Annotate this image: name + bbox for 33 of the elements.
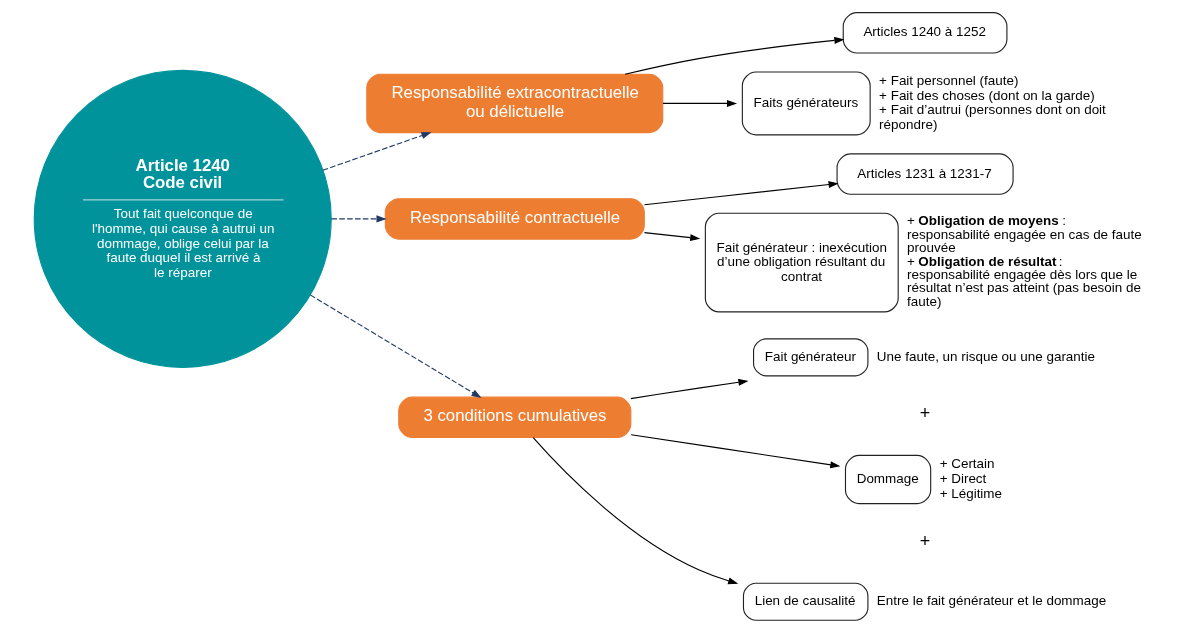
arrow: [630, 434, 841, 469]
node-box: Lien de causalité: [742, 582, 869, 621]
arrow: [532, 437, 739, 585]
node-label: + Fait des choses (dont on la garde): [879, 87, 1095, 103]
node-box: Faits générateurs: [741, 71, 871, 136]
arrow: [330, 215, 387, 223]
node-label: + Fait personnel (faute): [879, 73, 1019, 89]
arrow: [643, 232, 701, 242]
label: +: [919, 531, 931, 552]
node-box: Responsabilité contractuelle: [384, 198, 645, 240]
label: +: [919, 403, 931, 424]
arrow: [322, 132, 432, 171]
arrow: [630, 378, 749, 400]
node-label: + Obligation de moyens : responsabilité engagée en cas de faute prouvée: [907, 213, 1142, 256]
node-box: Articles 1240 à 1252: [842, 12, 1008, 54]
node-label: Entre le fait générateur et le dommage: [876, 593, 1107, 609]
node-label: Une faute, un risque ou une garantie: [876, 348, 1096, 364]
node-box: 3 conditions cumulatives: [398, 396, 632, 439]
arrow: [309, 294, 482, 398]
node-label: + Direct: [939, 471, 987, 486]
node-box: Dommage: [844, 454, 932, 505]
node-box: Responsabilité extracontractuelle ou délictuelle: [366, 73, 664, 134]
arrow: [624, 36, 845, 75]
node-label: + Obligation de résultat : responsabilité engagée dès lors que le résultat n’est pas atteint (pas besoin de faute): [907, 253, 1141, 309]
node-box: Fait générateur: [753, 338, 869, 377]
arrow: [643, 181, 839, 206]
node-box: Fait générateur : inexécution d’une obligation résultant du contrat: [704, 212, 899, 313]
node-label: + Légitime: [939, 485, 1003, 501]
node-label: + Fait d’autrui (personnes dont on doit répondre): [879, 102, 1106, 132]
arrow: [662, 99, 738, 107]
node-circle: Article 1240 Code civil Tout fait quelconque de l'homme, qui cause à autrui un dommage, oblige celui par la faute duquel il est arrivé à le réparer: [33, 69, 332, 368]
node-box: Articles 1231 à 1231-7: [836, 153, 1014, 195]
node-label: + Certain: [939, 456, 995, 472]
